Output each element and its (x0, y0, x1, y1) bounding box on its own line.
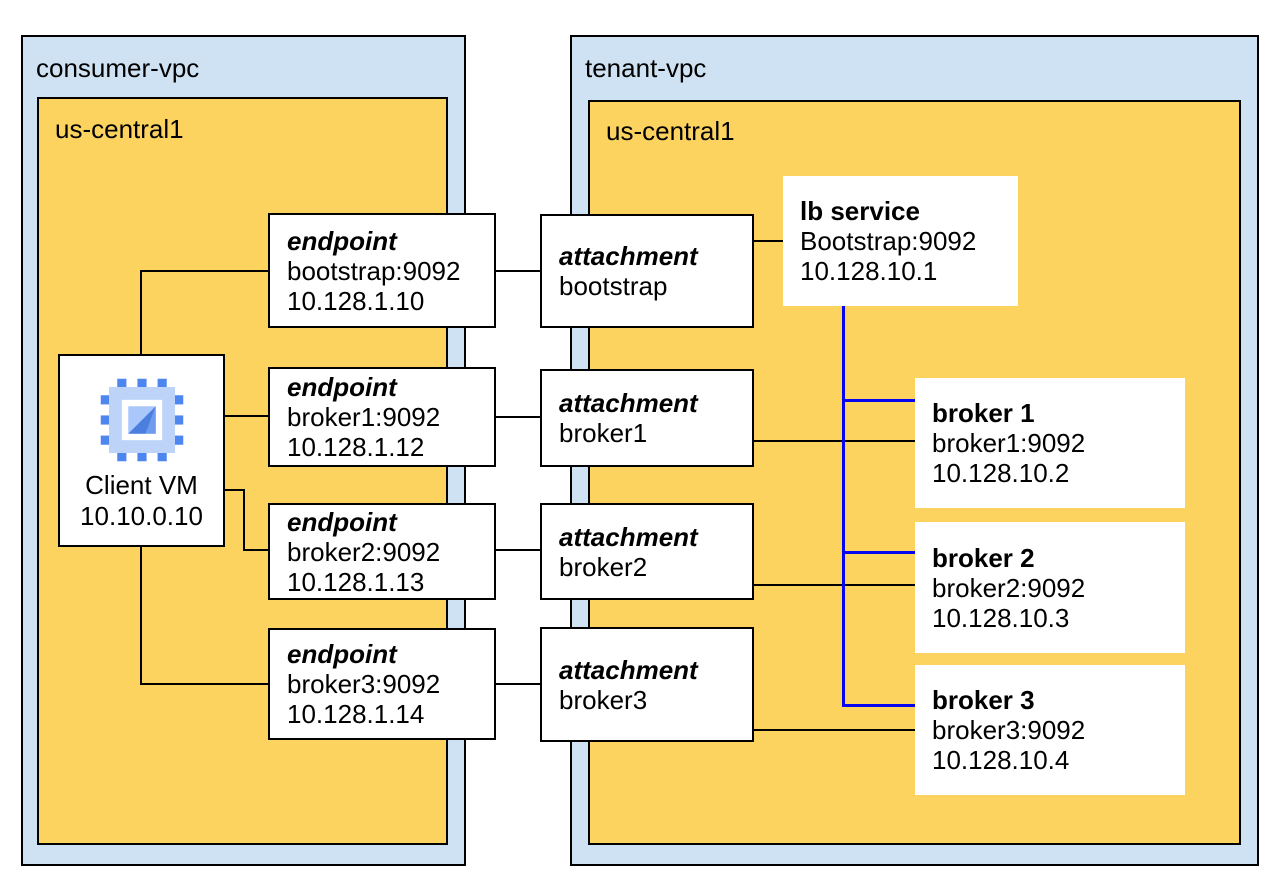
tenant-vpc-label: tenant-vpc (585, 53, 707, 83)
lb-service-service: Bootstrap:9092 (800, 226, 977, 256)
connector-vm-endpoint3-seg1 (223, 489, 245, 491)
connector-vm-endpoint4-vertical (140, 545, 142, 685)
connector-endpoint2-attachment2 (494, 416, 542, 418)
endpoint-ip: 10.128.1.14 (287, 699, 425, 729)
connector-attachment2-broker1 (752, 440, 917, 442)
attachment-name: broker3 (559, 684, 648, 715)
broker-ip: 10.128.10.3 (932, 602, 1070, 633)
broker2-box: broker 2 broker2:9092 10.128.10.3 (915, 522, 1185, 653)
attachment-title: attachment (559, 654, 698, 685)
connector-vm-endpoint1-horizontal (140, 270, 270, 272)
broker-title: broker 3 (932, 685, 1035, 715)
endpoint-service: broker1:9092 (287, 402, 441, 432)
broker3-box: broker 3 broker3:9092 10.128.10.4 (915, 665, 1185, 795)
endpoint-title: endpoint (287, 225, 397, 256)
broker-service: broker3:9092 (932, 715, 1086, 745)
endpoint-title: endpoint (287, 506, 397, 537)
tenant-region-label: us-central1 (606, 116, 735, 146)
connector-attachment1-lbservice (752, 240, 785, 242)
attachment-name: broker1 (559, 418, 648, 448)
broker1-box: broker 1 broker1:9092 10.128.10.2 (915, 378, 1185, 508)
lb-broker-trunk-line (842, 305, 845, 707)
endpoint-service: broker3:9092 (287, 669, 441, 699)
broker-title: broker 1 (932, 398, 1035, 428)
consumer-vpc-label: consumer-vpc (36, 53, 200, 83)
connector-endpoint3-attachment3 (494, 549, 542, 551)
client-vm-ip: 10.10.0.10 (80, 501, 203, 531)
lb-service-title: lb service (800, 196, 920, 226)
connector-endpoint1-attachment1 (494, 270, 542, 272)
endpoint-title: endpoint (287, 639, 397, 669)
attachment-title: attachment (559, 241, 698, 271)
connector-endpoint4-attachment4 (494, 683, 542, 685)
endpoint-box-bootstrap: endpoint bootstrap:9092 10.128.1.10 (268, 213, 496, 328)
broker-title: broker 2 (932, 542, 1035, 573)
lb-service-ip: 10.128.10.1 (800, 256, 938, 286)
broker-ip: 10.128.10.4 (932, 745, 1070, 775)
endpoint-ip: 10.128.1.10 (287, 285, 425, 316)
connector-vm-endpoint3-seg3 (243, 549, 270, 551)
attachment-title: attachment (559, 388, 698, 418)
endpoint-box-broker2: endpoint broker2:9092 10.128.1.13 (268, 503, 496, 600)
connector-attachment4-broker3 (752, 729, 917, 731)
compute-engine-icon (100, 378, 183, 462)
connector-attachment3-broker2 (752, 584, 917, 586)
lb-broker1-branch-line (842, 399, 917, 402)
attachment-box-broker3: attachment broker3 (540, 627, 754, 742)
broker-service: broker1:9092 (932, 428, 1086, 458)
endpoint-service: bootstrap:9092 (287, 255, 461, 286)
connector-vm-endpoint1-vertical (140, 270, 142, 356)
client-vm-box: Client VM 10.10.0.10 (58, 354, 225, 547)
endpoint-service: broker2:9092 (287, 536, 441, 567)
connector-vm-endpoint2 (223, 415, 270, 417)
attachment-box-bootstrap: attachment bootstrap (540, 214, 754, 328)
attachment-name: bootstrap (559, 271, 668, 301)
endpoint-box-broker3: endpoint broker3:9092 10.128.1.14 (268, 628, 496, 740)
attachment-box-broker1: attachment broker1 (540, 369, 754, 467)
broker-ip: 10.128.10.2 (932, 458, 1070, 488)
lb-service-box: lb service Bootstrap:9092 10.128.10.1 (783, 176, 1018, 306)
endpoint-box-broker1: endpoint broker1:9092 10.128.1.12 (268, 367, 496, 467)
client-vm-name: Client VM (85, 470, 198, 500)
consumer-region-label: us-central1 (55, 114, 184, 144)
attachment-name: broker2 (559, 551, 648, 582)
lb-broker2-branch-line (842, 551, 917, 554)
connector-vm-endpoint3-seg2 (243, 489, 245, 551)
endpoint-ip: 10.128.1.12 (287, 432, 425, 462)
attachment-title: attachment (559, 521, 698, 552)
attachment-box-broker2: attachment broker2 (540, 503, 754, 600)
lb-broker3-branch-line (842, 704, 917, 707)
endpoint-ip: 10.128.1.13 (287, 566, 425, 597)
endpoint-title: endpoint (287, 372, 397, 402)
connector-vm-endpoint4-horizontal (140, 683, 270, 685)
broker-service: broker2:9092 (932, 572, 1086, 603)
